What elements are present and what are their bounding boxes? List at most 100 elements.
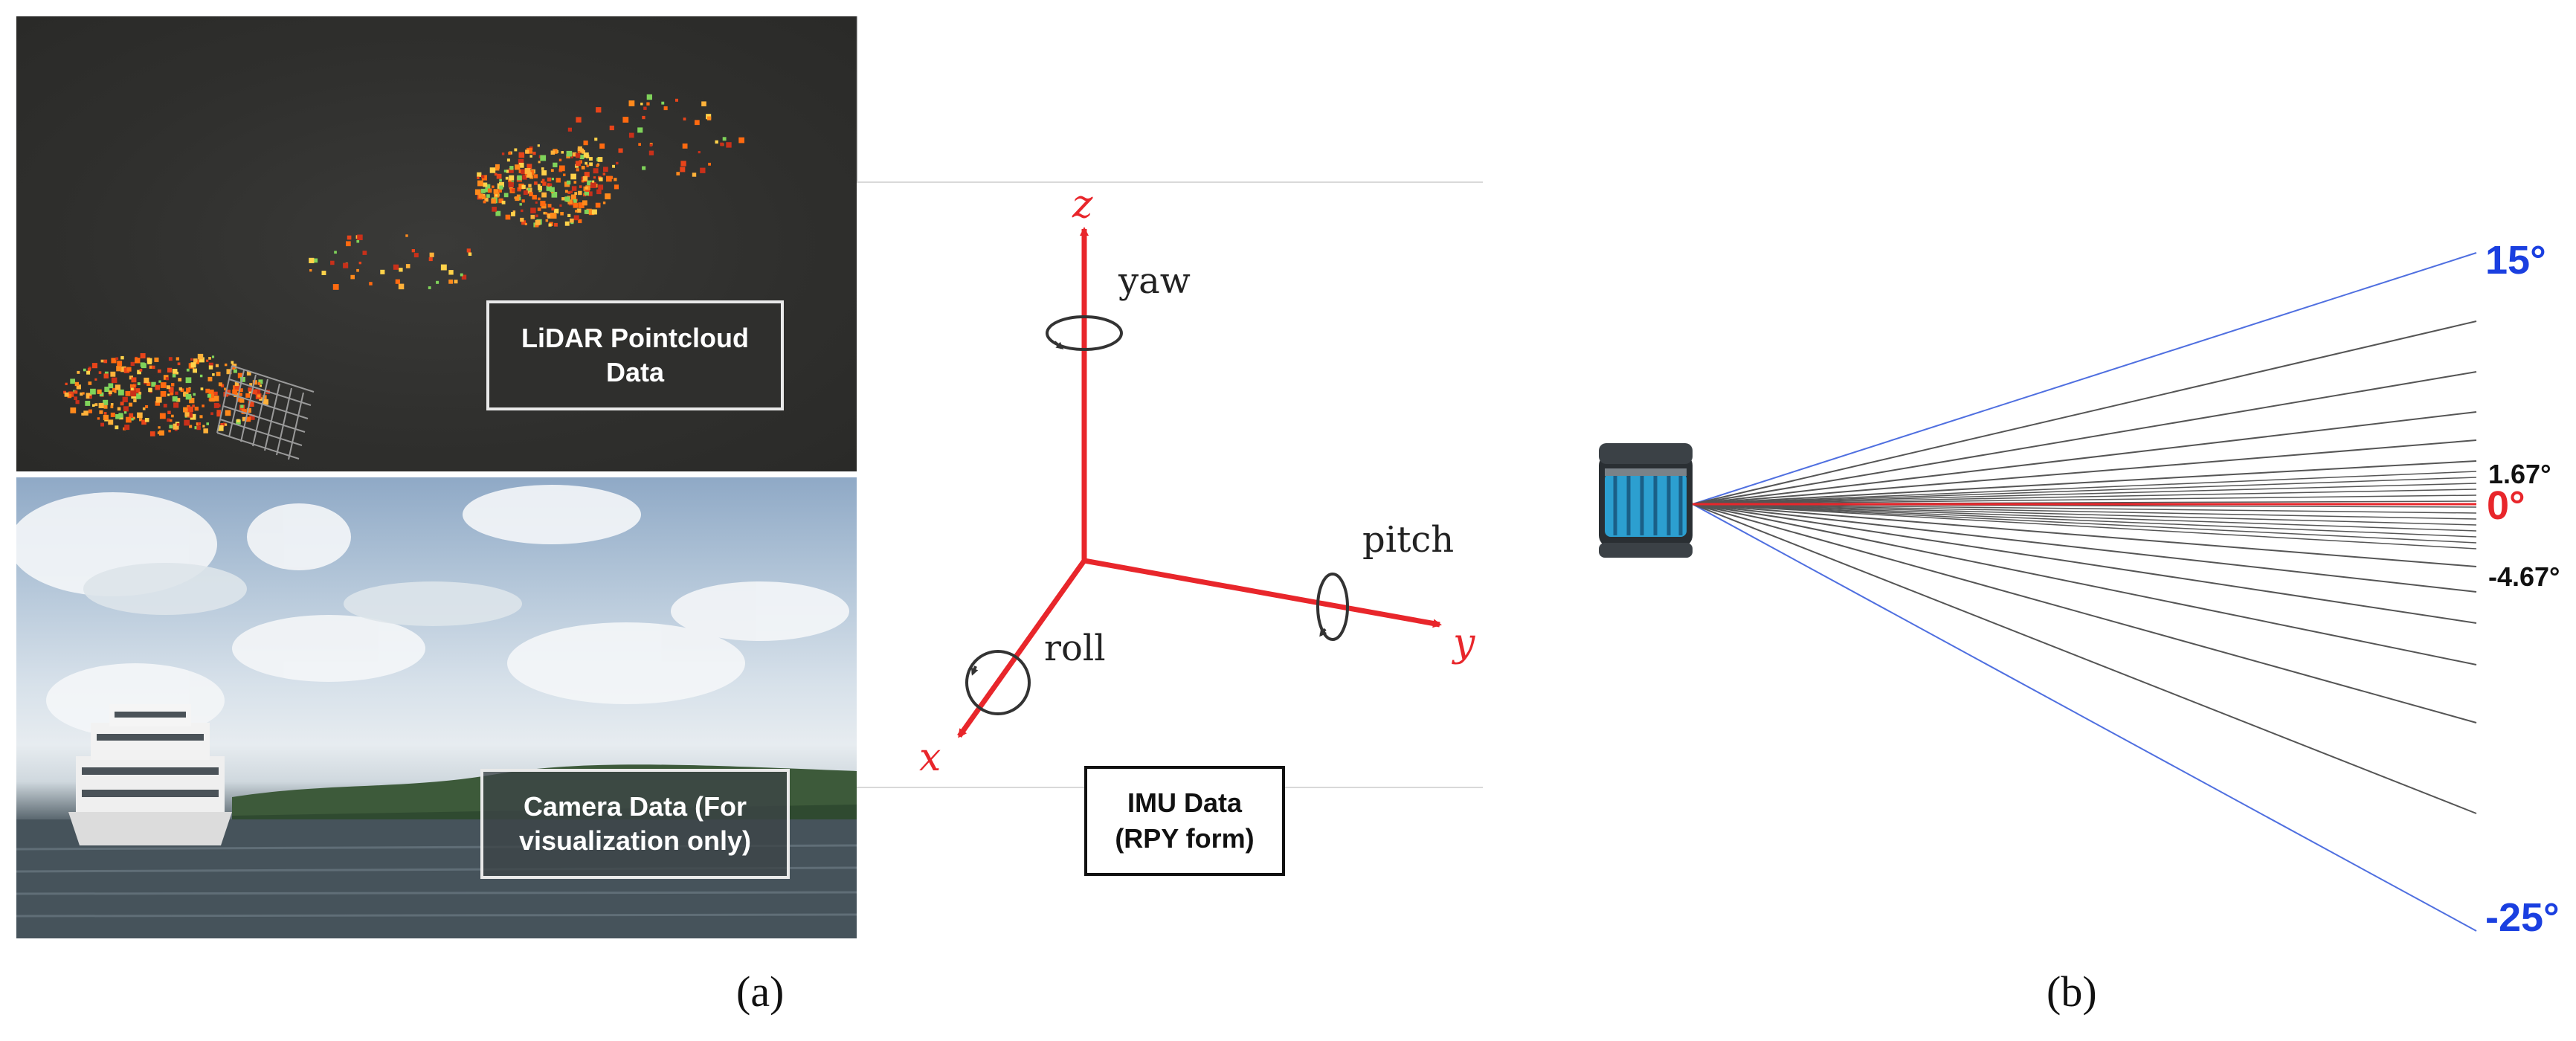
point: [493, 189, 498, 194]
point: [240, 405, 244, 408]
point: [545, 219, 549, 222]
point: [594, 138, 598, 141]
point: [561, 151, 564, 154]
point: [258, 379, 263, 384]
beam-lines: [1692, 252, 2477, 932]
point: [478, 193, 483, 199]
point: [190, 362, 196, 368]
point: [485, 184, 491, 190]
point: [638, 143, 641, 146]
point: [129, 413, 134, 418]
point: [591, 209, 597, 215]
point: [556, 178, 561, 183]
point: [405, 234, 408, 237]
point: [551, 207, 555, 211]
beam-line: [1692, 483, 2477, 505]
point: [224, 387, 227, 390]
point: [249, 414, 255, 420]
point: [606, 175, 612, 182]
point: [313, 258, 318, 263]
point: [215, 364, 219, 367]
camera-label-line1: Camera Data (For: [523, 791, 747, 822]
point: [358, 261, 361, 265]
point: [130, 387, 134, 391]
point: [487, 188, 492, 193]
point: [118, 413, 123, 418]
point: [663, 106, 668, 111]
point: [116, 366, 122, 372]
point: [110, 403, 114, 406]
beam-line: [1692, 439, 2477, 505]
point: [168, 387, 174, 393]
point: [346, 241, 351, 247]
point: [596, 189, 602, 195]
point: [144, 418, 149, 422]
point: [159, 413, 166, 419]
beam-line: [1692, 503, 2477, 624]
point: [530, 207, 536, 213]
point: [122, 396, 128, 402]
point: [567, 191, 571, 194]
point: [176, 398, 181, 402]
point: [139, 369, 143, 372]
point: [553, 162, 558, 167]
point: [648, 150, 654, 155]
point: [527, 147, 532, 154]
point: [103, 405, 108, 409]
point: [572, 152, 577, 157]
point: [63, 390, 66, 394]
point: [527, 188, 531, 191]
point: [187, 406, 193, 413]
point: [499, 199, 503, 202]
point: [234, 381, 239, 386]
point: [89, 396, 92, 399]
point: [209, 396, 215, 402]
point: [111, 377, 117, 384]
point: [461, 274, 467, 280]
pitch-rotation-arrow: [1319, 628, 1327, 637]
point: [356, 239, 360, 243]
point: [152, 365, 155, 370]
point: [172, 396, 178, 402]
point: [509, 175, 515, 181]
pointcloud-scatter: [63, 94, 744, 460]
point: [104, 387, 110, 392]
point: [492, 207, 497, 212]
point: [505, 176, 509, 180]
point: [158, 426, 161, 429]
point: [171, 414, 174, 418]
point: [240, 377, 245, 382]
point: [610, 175, 614, 179]
point: [395, 279, 400, 284]
point: [168, 357, 173, 361]
point: [540, 201, 546, 207]
point: [223, 422, 226, 426]
point: [309, 257, 315, 263]
beam-line-top-bound: [1692, 252, 2477, 505]
point: [640, 103, 643, 106]
point: [570, 194, 576, 200]
point: [91, 363, 97, 369]
point: [160, 382, 167, 388]
point: [80, 392, 83, 396]
point: [547, 183, 551, 187]
point: [86, 393, 92, 399]
point: [585, 155, 590, 158]
point: [495, 164, 500, 169]
point: [142, 407, 146, 410]
point: [586, 164, 589, 167]
point: [123, 406, 129, 412]
point: [175, 391, 178, 395]
point: [213, 396, 219, 402]
point: [599, 177, 603, 181]
beam-line: [1692, 460, 2477, 505]
point: [74, 381, 79, 387]
beam-line: [1692, 503, 2477, 814]
point: [564, 190, 568, 193]
point: [172, 373, 176, 378]
point: [551, 192, 558, 198]
point: [448, 270, 454, 275]
point: [499, 178, 502, 182]
lidar-sensor-icon: [1599, 443, 1693, 558]
point: [405, 264, 410, 268]
